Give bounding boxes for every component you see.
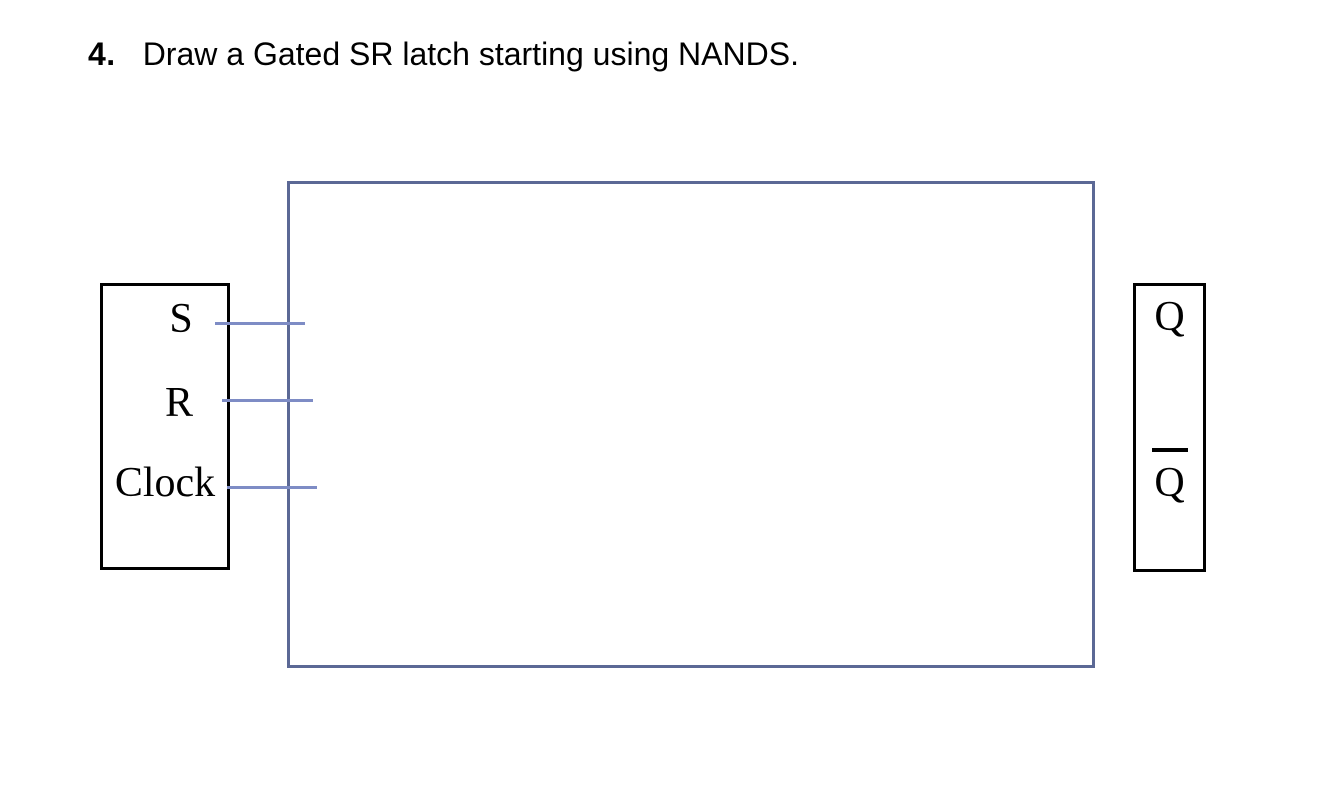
wire-s (215, 322, 305, 325)
wire-r (222, 399, 313, 402)
question-title: 4. Draw a Gated SR latch starting using N… (88, 38, 799, 70)
overbar (1151, 448, 1188, 452)
input-label-r: R (164, 380, 193, 426)
output-label-q: Q (1154, 294, 1185, 340)
question-text: Draw a Gated SR latch starting using NAN… (142, 36, 799, 72)
drawing-area[interactable] (287, 181, 1095, 668)
inputs-box: S R Clock (100, 283, 230, 570)
input-label-s: S (169, 296, 193, 342)
wire-clock (227, 486, 317, 489)
input-label-clock: Clock (114, 460, 216, 506)
outputs-box: Q Q (1133, 283, 1206, 572)
question-number: 4. (88, 36, 116, 72)
output-qbar-letter: Q (1154, 460, 1185, 506)
